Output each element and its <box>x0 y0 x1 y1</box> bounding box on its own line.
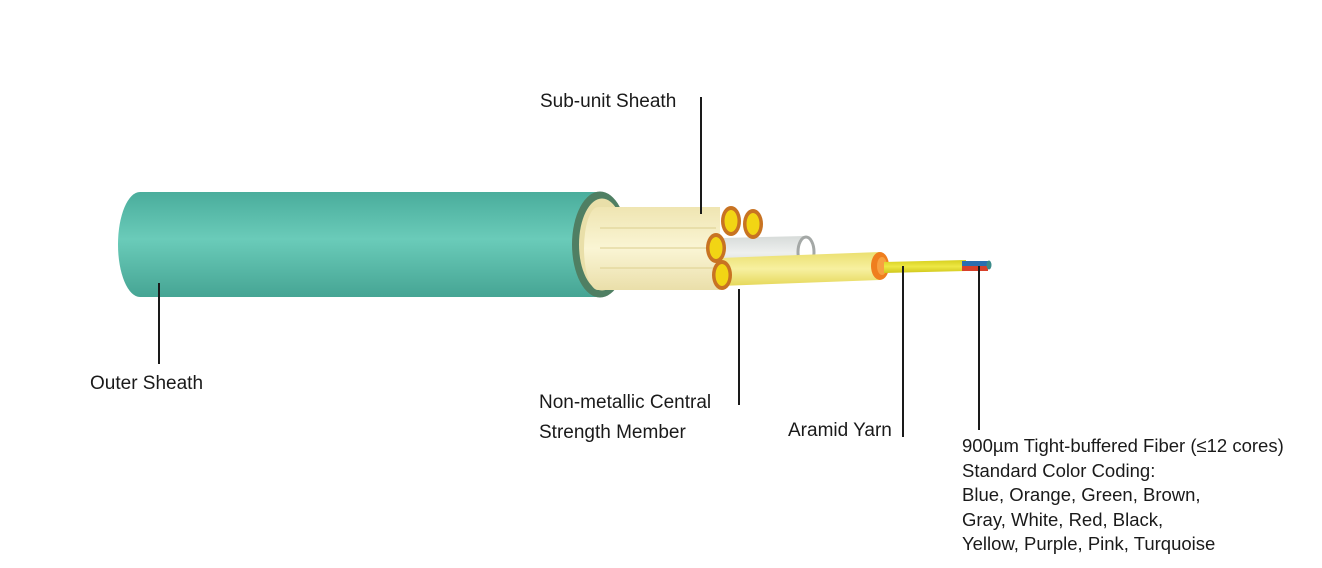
subunit-end <box>706 233 726 263</box>
subunit-sheath-label: Sub-unit Sheath <box>540 91 677 112</box>
tight-buffered-fiber <box>884 260 992 273</box>
fiber-label-line: Standard Color Coding: <box>962 459 1156 481</box>
fiber-tip-red <box>962 266 988 271</box>
subunit-end <box>743 209 763 239</box>
aramid-yarn <box>720 252 889 286</box>
outer-sheath <box>118 191 628 298</box>
central-member-label-line: Strength Member <box>539 422 686 443</box>
leader-lines <box>158 97 980 437</box>
fiber-label-line: 900µm Tight-buffered Fiber (≤12 cores) <box>962 435 1284 456</box>
fiber-label-line: Yellow, Purple, Pink, Turquoise <box>962 533 1216 554</box>
aramid-yarn-label: Aramid Yarn <box>788 420 892 441</box>
subunit-end <box>712 260 732 290</box>
central-member-label-line: Non-metallic Central <box>539 392 712 413</box>
fiber-label: 900µm Tight-buffered Fiber (≤12 cores) S… <box>962 434 1284 557</box>
outer-sheath-label: Outer Sheath <box>90 373 204 394</box>
subunit-ends <box>706 206 763 290</box>
fiber-label-line: Blue, Orange, Green, Brown, <box>962 484 1201 505</box>
subunit-end <box>721 206 741 236</box>
fiber-label-line: Gray, White, Red, Black, <box>962 508 1164 530</box>
fiber-tip-blue <box>962 261 990 267</box>
subunit-bundle <box>584 207 720 290</box>
central-member-label: Non-metallic Central Strength Member <box>539 388 711 448</box>
